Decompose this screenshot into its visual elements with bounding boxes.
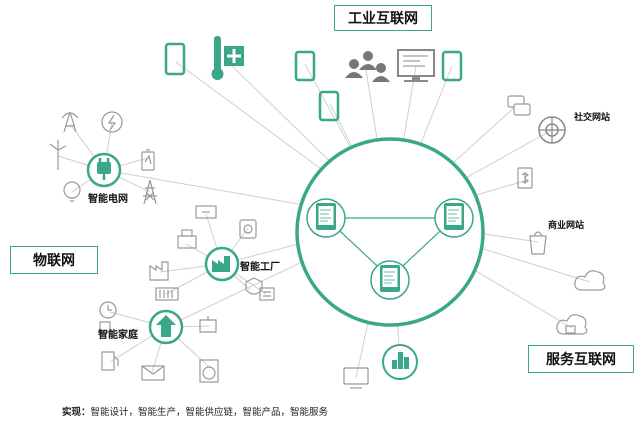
tablet-node-bottom <box>370 260 410 300</box>
drill-icon <box>199 316 217 333</box>
gauge-icon <box>239 219 257 239</box>
social-site-label: 社交网站 <box>574 113 611 123</box>
center-ring <box>295 137 485 327</box>
battery-charge-icon <box>195 205 217 219</box>
service-internet-box: 服务互联网 <box>528 345 634 373</box>
thermostat-icon <box>99 321 111 333</box>
smart-home-hub <box>148 309 184 345</box>
iot-label: 物联网 <box>33 253 75 269</box>
sync-icon <box>259 287 275 301</box>
tablet-node-right <box>434 198 474 238</box>
globe-icon <box>538 116 566 144</box>
computer-icon <box>343 367 369 389</box>
shopping-bag-icon <box>529 231 547 255</box>
dollar-document-icon <box>517 167 533 189</box>
factory-icon <box>149 261 169 281</box>
iot-box: 物联网 <box>10 246 98 274</box>
implementation-footer: 实现：智能设计，智能生产，智能供应链，智能产品，智能服务 <box>62 404 328 418</box>
pylon-icon <box>143 179 157 205</box>
mail-icon <box>141 365 165 381</box>
cloud-icon <box>574 270 606 291</box>
smart-grid-hub <box>86 152 122 188</box>
thermometer-icon <box>211 36 244 80</box>
shield-icon <box>245 277 263 295</box>
bar-chart-node <box>382 344 418 380</box>
tablet-icon <box>164 42 186 76</box>
smart-home-label: 智能家庭 <box>98 330 138 341</box>
tablet-icon <box>318 90 340 122</box>
monitor-icon <box>397 49 435 82</box>
battery-icon <box>141 149 155 171</box>
wind-turbine-icon <box>49 140 67 170</box>
printer-icon <box>177 229 197 249</box>
cloud-lock-icon <box>556 314 588 335</box>
fuel-icon <box>101 351 119 371</box>
footer-text: 智能设计，智能生产，智能供应链，智能产品，智能服务 <box>90 407 329 418</box>
bulb-icon <box>63 181 81 202</box>
tablet-icon <box>294 50 316 82</box>
smart-factory-hub <box>204 246 240 282</box>
industrial-internet-box: 工业互联网 <box>334 5 432 31</box>
tower-icon <box>61 111 79 133</box>
commerce-site-label: 商业网站 <box>548 221 585 231</box>
washer-icon <box>199 359 219 383</box>
smart-grid-label: 智能电网 <box>88 194 128 205</box>
users-icon <box>345 51 390 82</box>
power-icon <box>101 111 123 133</box>
smart-factory-label: 智能工厂 <box>240 262 280 273</box>
service-internet-label: 服务互联网 <box>546 352 616 368</box>
industrial-internet-label: 工业互联网 <box>348 11 418 27</box>
barcode-icon <box>155 287 179 301</box>
tablet-icon <box>441 50 463 82</box>
tablet-node-left <box>306 198 346 238</box>
clock-icon <box>99 301 117 319</box>
footer-prefix: 实现： <box>62 407 91 418</box>
chat-icon <box>507 95 531 116</box>
